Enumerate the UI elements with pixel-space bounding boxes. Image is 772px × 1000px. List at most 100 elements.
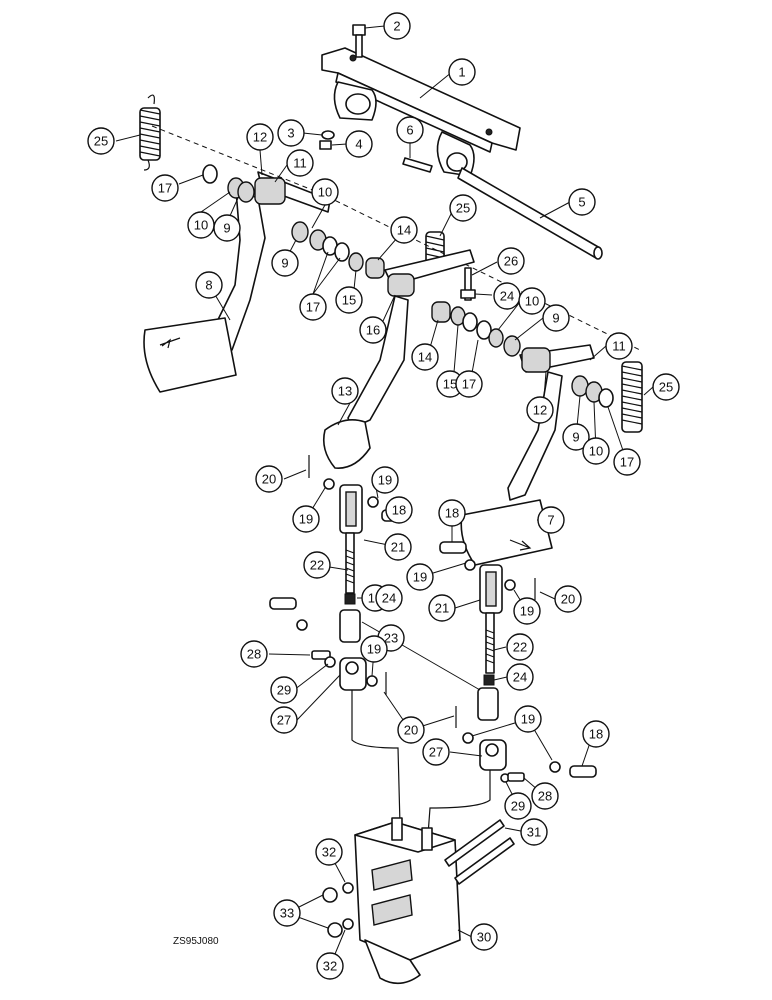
callout-label: 29 <box>277 683 291 698</box>
callout-21: 21 <box>384 533 412 561</box>
callout-22: 22 <box>303 551 331 579</box>
callout-label: 27 <box>429 745 443 760</box>
lock-washer <box>321 130 335 140</box>
nut <box>322 887 338 903</box>
callout-2: 2 <box>383 12 411 40</box>
callout-label: 24 <box>500 289 514 304</box>
callout-25: 25 <box>87 127 115 155</box>
clevis-pin <box>439 541 467 554</box>
callout-label: 10 <box>318 185 332 200</box>
callout-30: 30 <box>470 923 498 951</box>
callout-circle <box>271 249 299 277</box>
callout-label: 18 <box>445 506 459 521</box>
callout-circle <box>335 286 363 314</box>
callout-label: 15 <box>443 377 457 392</box>
pedal-support-bracket <box>321 47 521 177</box>
callout-label: 19 <box>413 570 427 585</box>
callout-18: 18 <box>385 496 413 524</box>
callout-label: 14 <box>397 223 411 238</box>
callout-4: 4 <box>345 130 373 158</box>
callout-circle <box>303 551 331 579</box>
callout-13: 13 <box>331 377 359 405</box>
callout-10: 10 <box>518 287 546 315</box>
callout-label: 32 <box>323 959 337 974</box>
callout-1: 1 <box>448 58 476 86</box>
callout-label: 25 <box>456 201 470 216</box>
callout-28: 28 <box>531 782 559 810</box>
callout-label: 11 <box>612 339 626 354</box>
sleeve <box>365 257 385 279</box>
callout-circle <box>270 676 298 704</box>
callout-label: 14 <box>418 350 432 365</box>
callout-19: 19 <box>406 563 434 591</box>
bushing <box>503 335 521 357</box>
callout-label: 31 <box>527 825 541 840</box>
jam-nut <box>460 289 476 299</box>
callout-circle <box>652 373 680 401</box>
callout-9: 9 <box>562 423 590 451</box>
callout-circle <box>315 838 343 866</box>
yoke <box>339 609 361 643</box>
callout-28: 28 <box>240 640 268 668</box>
callout-label: 15 <box>342 293 356 308</box>
callout-17: 17 <box>151 174 179 202</box>
callout-label: 3 <box>287 126 294 141</box>
bushing <box>348 252 364 272</box>
callout-21: 21 <box>428 594 456 622</box>
callout-11: 11 <box>605 332 633 360</box>
callout-22: 22 <box>506 633 534 661</box>
pivot-arm-right <box>479 739 507 771</box>
callout-label: 20 <box>561 592 575 607</box>
callout-circle <box>422 738 450 766</box>
pivot-arm-left <box>339 657 367 691</box>
washer <box>504 579 516 591</box>
bushing <box>291 221 309 243</box>
callout-label: 27 <box>277 713 291 728</box>
callout-label: 25 <box>659 380 673 395</box>
callout-label: 13 <box>338 384 352 399</box>
washer <box>462 312 478 332</box>
callout-circle <box>537 506 565 534</box>
callout-label: 9 <box>552 311 559 326</box>
callout-label: 25 <box>94 134 108 149</box>
callout-circle <box>195 271 223 299</box>
callout-27: 27 <box>270 706 298 734</box>
callout-3: 3 <box>277 119 305 147</box>
callout-12: 12 <box>246 123 274 151</box>
callout-label: 2 <box>393 19 400 34</box>
callout-7: 7 <box>537 506 565 534</box>
return-spring-right <box>621 361 643 433</box>
callout-25: 25 <box>652 373 680 401</box>
mounting-bolt <box>454 837 515 885</box>
callout-circle <box>397 716 425 744</box>
callout-circle <box>255 465 283 493</box>
callout-31: 31 <box>520 818 548 846</box>
callout-circle <box>375 584 403 612</box>
callout-circle <box>448 58 476 86</box>
lock-nut <box>483 674 495 686</box>
callout-label: 10 <box>525 294 539 309</box>
washer <box>296 619 308 631</box>
washer <box>476 320 492 340</box>
callout-circle <box>345 130 373 158</box>
callout-circle <box>526 396 554 424</box>
washer <box>366 675 378 687</box>
callout-circle <box>385 496 413 524</box>
washer <box>323 478 335 490</box>
callout-circle <box>299 293 327 321</box>
callout-label: 26 <box>504 254 518 269</box>
callout-circle <box>531 782 559 810</box>
callout-label: 16 <box>366 323 380 338</box>
washer <box>598 388 614 408</box>
callout-label: 28 <box>538 789 552 804</box>
callout-label: 20 <box>262 472 276 487</box>
roll-pin <box>402 157 433 173</box>
callout-label: 17 <box>462 377 476 392</box>
callout-label: 18 <box>589 727 603 742</box>
callout-19: 19 <box>371 466 399 494</box>
mounting-bolt <box>444 819 505 867</box>
bushing <box>488 328 504 348</box>
callout-label: 18 <box>392 503 406 518</box>
callout-circle <box>582 437 610 465</box>
